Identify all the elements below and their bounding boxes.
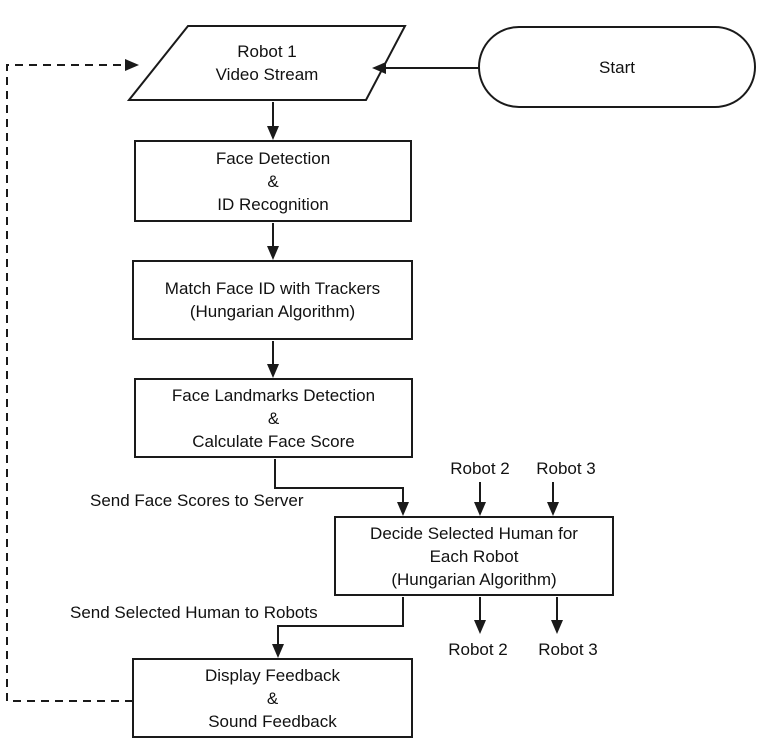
landmarks-line-1: Face Landmarks Detection xyxy=(171,386,376,405)
video-stream-line-1: Robot 1 xyxy=(237,42,297,61)
decide-box xyxy=(334,516,614,596)
face-detection-line-3: ID Recognition xyxy=(217,195,329,214)
feedback-box xyxy=(132,658,413,738)
decide-line-3: (Hungarian Algorithm) xyxy=(391,570,557,589)
send-scores-edge-label: Send Face Scores to Server xyxy=(90,491,304,510)
robot2-input-label: Robot 2 xyxy=(450,459,510,478)
edge-decide-to-feedback xyxy=(277,597,404,646)
arrowhead xyxy=(547,502,559,516)
decide-line-2: Each Robot xyxy=(429,547,519,566)
arrowhead xyxy=(474,620,486,634)
landmarks-line-2: & xyxy=(267,409,280,428)
video-stream-line-2: Video Stream xyxy=(215,65,319,84)
arrowhead xyxy=(551,620,563,634)
feedback-line-2: & xyxy=(266,689,279,708)
arrowhead xyxy=(474,502,486,516)
match-face-line-1: Match Face ID with Trackers xyxy=(164,279,381,298)
feedback-line-1: Display Feedback xyxy=(204,666,341,685)
feedback-line-3: Sound Feedback xyxy=(208,712,337,731)
decide-label: Decide Selected Human for Each Robot (Hu… xyxy=(335,522,613,591)
face-detection-line-1: Face Detection xyxy=(215,149,331,168)
landmarks-label: Face Landmarks Detection & Calculate Fac… xyxy=(135,384,412,453)
send-selected-edge-label: Send Selected Human to Robots xyxy=(70,603,318,622)
match-face-label: Match Face ID with Trackers (Hungarian A… xyxy=(133,277,412,323)
landmarks-line-3: Calculate Face Score xyxy=(192,432,355,451)
landmarks-box xyxy=(134,378,413,458)
robot3-output-label: Robot 3 xyxy=(538,640,598,659)
edge-feedback-loop-dashed xyxy=(6,64,133,702)
arrowhead xyxy=(125,59,139,71)
arrowhead xyxy=(267,246,279,260)
robot2-output-label: Robot 2 xyxy=(448,640,508,659)
feedback-label: Display Feedback & Sound Feedback xyxy=(133,664,412,733)
arrowhead xyxy=(267,126,279,140)
arrowhead xyxy=(397,502,409,516)
arrowhead xyxy=(272,644,284,658)
match-face-box xyxy=(132,260,413,340)
face-detection-label: Face Detection & ID Recognition xyxy=(135,147,411,216)
arrowhead xyxy=(267,364,279,378)
robot3-input-label: Robot 3 xyxy=(536,459,596,478)
face-detection-box xyxy=(134,140,412,222)
edge-landmarks-to-decide xyxy=(274,459,404,505)
video-stream-label: Robot 1 Video Stream xyxy=(129,40,405,86)
video-stream-data-shape xyxy=(126,25,407,101)
decide-line-1: Decide Selected Human for xyxy=(370,524,578,543)
match-face-line-2: (Hungarian Algorithm) xyxy=(189,302,356,321)
arrowhead xyxy=(372,62,386,74)
start-label: Start xyxy=(599,58,635,77)
face-detection-line-2: & xyxy=(267,172,279,191)
